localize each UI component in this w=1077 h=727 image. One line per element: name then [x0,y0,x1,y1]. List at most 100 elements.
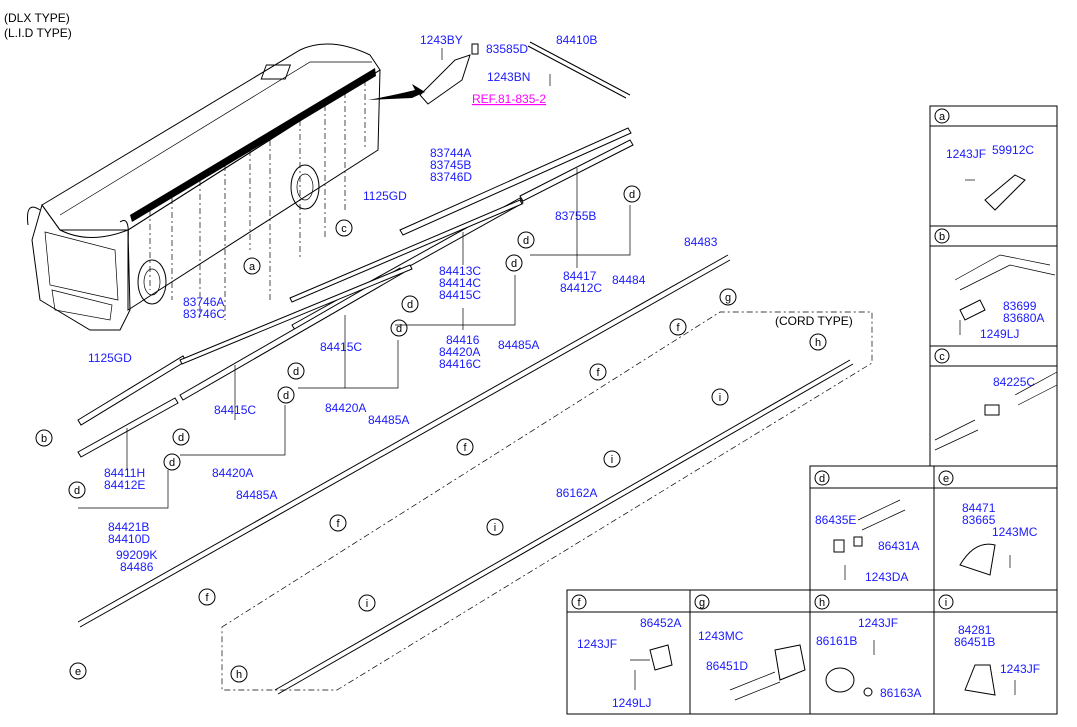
callout-d8: d [172,428,190,446]
panel-b-label: b [939,231,945,243]
part-label-84412C: 84412C [560,281,602,295]
svg-text:g: g [725,292,731,304]
callout-h2: h [230,665,248,683]
panel-c-label: c [939,351,945,363]
panel-h-part-1: 1243JF [858,616,898,630]
part-label-84420A-upper: 84420A [439,345,480,359]
panel-a-part-1: 1243JF [946,147,986,161]
svg-text:i: i [719,392,721,404]
part-label-1125GD-lower: 1125GD [88,351,132,365]
part-label-84411H: 84411H [104,466,145,480]
panel-g-part-2: 86451D [706,659,748,673]
svg-text:f: f [676,322,680,334]
panel-h-part-2: 86161B [816,634,857,648]
part-label-83746A: 83746A [183,295,224,309]
svg-text:b: b [41,433,47,445]
svg-text:f: f [463,442,467,454]
svg-text:f: f [596,367,600,379]
svg-text:d: d [511,258,517,270]
rear-bracket-detail [419,41,631,105]
part-label-1125GD-upper: 1125GD [363,189,407,203]
type-label-dlx: (DLX TYPE) [4,11,70,25]
part-label-84485A-mid: 84485A [368,413,409,427]
svg-text:f: f [205,592,209,604]
part-label-84415C-upper: 84415C [439,288,481,302]
part-label-83585D: 83585D [486,42,528,56]
callout-i3: i [486,518,504,536]
part-label-84417: 84417 [563,269,597,283]
part-label-1243BY: 1243BY [420,33,463,47]
svg-text:e: e [75,666,81,678]
callout-h1: h [809,333,827,351]
panel-b-part-2: 83680A [1003,311,1044,325]
part-label-83746D: 83746D [430,170,472,184]
svg-text:i: i [611,454,613,466]
callout-d5: d [390,319,408,337]
part-label-83744A: 83744A [430,146,471,160]
svg-text:d: d [396,323,402,335]
callout-f3: f [456,438,474,456]
panel-i-part-1: 84281 [958,623,992,637]
svg-text:i: i [366,598,368,610]
callout-a: a [243,257,261,275]
panel-i-part-3: 1243JF [1000,662,1040,676]
part-label-84413C: 84413C [439,264,481,278]
leader-lines [78,168,631,509]
panel-g-part-1: 1243MC [698,629,744,643]
panel-d-label: d [819,473,825,485]
callout-d1: d [623,185,641,203]
callout-i1: i [711,388,729,406]
part-label-83745B: 83745B [430,158,471,172]
cord-type-box [221,311,873,691]
part-label-1243BN: 1243BN [487,70,530,84]
panel-d-part-3: 1243DA [865,570,908,584]
svg-text:f: f [336,518,340,530]
callout-b: b [35,429,53,447]
panel-e-part-2: 83665 [962,513,996,527]
panel-g-label: g [699,597,705,609]
callout-g: g [719,288,737,306]
panel-f-label: f [577,597,581,609]
panel-b-part-3: 1249LJ [980,327,1019,341]
part-label-84420A-mid: 84420A [325,401,366,415]
svg-text:d: d [523,235,529,247]
callout-c: c [335,219,353,237]
panel-e-part-1: 84471 [962,501,996,515]
ref-label: REF.81-835-2 [472,92,546,106]
callout-f1: f [669,318,687,336]
part-label-84484: 84484 [612,273,646,287]
part-label-86162A: 86162A [556,486,597,500]
panel-e-label: e [943,473,949,485]
panel-h-part-3: 86163A [880,686,921,700]
callout-d4: d [401,295,419,313]
callout-d10: d [68,481,86,499]
part-label-84410B: 84410B [556,33,597,47]
part-label-84416: 84416 [446,333,480,347]
svg-text:d: d [178,432,184,444]
panel-f-part-2: 1243JF [577,637,617,651]
panel-a-label: a [939,111,946,123]
callout-f4: f [329,514,347,532]
part-label-84485A-lower: 84485A [236,488,277,502]
svg-text:d: d [293,366,299,378]
part-label-83755B: 83755B [555,209,596,223]
part-label-83746C: 83746C [183,307,225,321]
svg-text:d: d [407,299,413,311]
callout-d2: d [517,231,535,249]
panel-d-part-2: 86431A [878,539,919,553]
part-label-84412E: 84412E [104,478,145,492]
part-label-84414C: 84414C [439,276,481,290]
panel-d-part-1: 86435E [815,513,856,527]
svg-text:c: c [341,223,347,235]
panel-f-part-1: 86452A [640,616,681,630]
panel-b-part-1: 83699 [1003,299,1037,313]
svg-text:d: d [74,485,80,497]
svg-text:h: h [815,337,821,349]
bus-illustration [27,43,425,331]
callout-i4: i [358,594,376,612]
panel-i-label: i [945,597,947,609]
part-label-84486: 84486 [120,560,154,574]
svg-text:i: i [494,522,496,534]
svg-text:h: h [236,669,242,681]
